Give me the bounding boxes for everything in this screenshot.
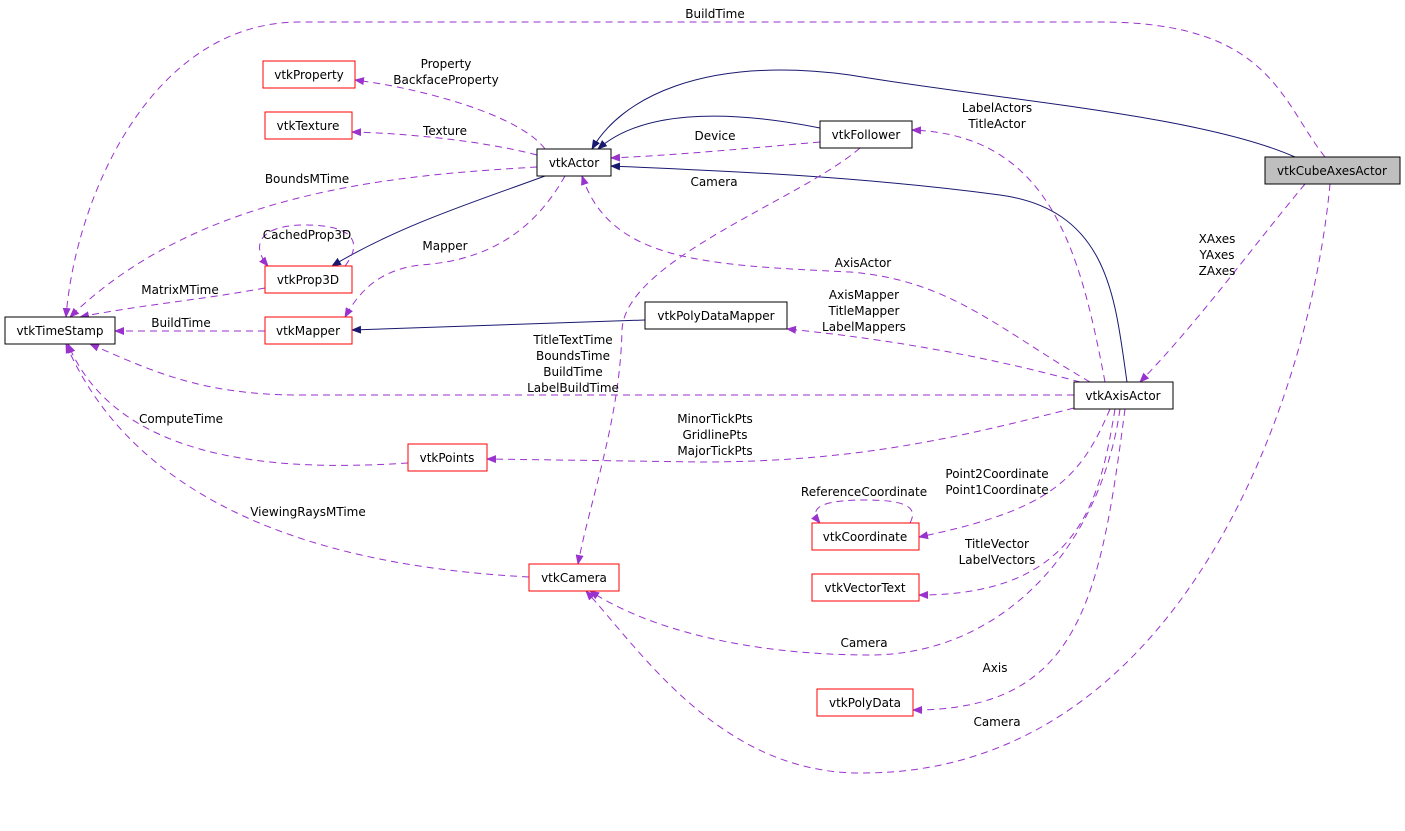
edge-cube-timestamp bbox=[62, 21, 1326, 318]
edge-label: TitleActor bbox=[967, 117, 1025, 131]
edge-label: BuildTime bbox=[543, 365, 603, 379]
edge-axisactor-vectortext bbox=[918, 408, 1116, 599]
edge-actor-timestamp bbox=[69, 166, 538, 318]
edge-axisactor-coordinate bbox=[918, 408, 1111, 540]
node-label: vtkAxisActor bbox=[1085, 389, 1160, 403]
edge-coordinate-self bbox=[811, 499, 913, 524]
edge-axisactor-polydatamapper bbox=[786, 325, 1081, 383]
node-vtkcubeaxesactor[interactable]: vtkCubeAxesActor bbox=[1264, 156, 1401, 185]
node-label: vtkTexture bbox=[277, 119, 340, 133]
node-vtkprop3d[interactable]: vtkProp3D bbox=[264, 265, 353, 294]
edge-actor-texture bbox=[351, 128, 538, 156]
edge-prop3d-self bbox=[259, 224, 355, 267]
node-vtkaxisactor[interactable]: vtkAxisActor bbox=[1073, 381, 1174, 410]
edge-polydatamapper-mapper bbox=[351, 319, 646, 334]
edge-label: Camera bbox=[690, 175, 737, 189]
node-label: vtkCubeAxesActor bbox=[1277, 164, 1387, 178]
edge-cube-actor bbox=[591, 69, 1296, 158]
edge-label: Property bbox=[421, 57, 472, 71]
edge-label: BackfaceProperty bbox=[393, 73, 498, 87]
edge-label: YAxes bbox=[1199, 248, 1235, 262]
edge-cube-camera bbox=[585, 183, 1331, 774]
edge-label: ViewingRaysMTime bbox=[250, 505, 366, 519]
node-label: vtkFollower bbox=[832, 128, 901, 142]
node-vtkproperty[interactable]: vtkProperty bbox=[262, 60, 356, 89]
edge-axisactor-timestamp bbox=[89, 343, 1074, 396]
edge-follower-camera bbox=[575, 147, 861, 565]
edge-label: BoundsMTime bbox=[265, 172, 349, 186]
edge-label: BuildTime bbox=[151, 316, 211, 330]
node-vtkpolydatamapper[interactable]: vtkPolyDataMapper bbox=[644, 301, 788, 330]
edge-label: Mapper bbox=[422, 239, 467, 253]
node-label: vtkCamera bbox=[541, 571, 607, 585]
node-label: vtkTimeStamp bbox=[16, 324, 103, 338]
edge-label: AxisActor bbox=[835, 256, 892, 270]
node-label: vtkMapper bbox=[276, 324, 340, 338]
edge-axisactor-points bbox=[486, 407, 1075, 464]
edge-label: TitleMapper bbox=[828, 304, 900, 318]
node-vtkmapper[interactable]: vtkMapper bbox=[264, 316, 353, 345]
edge-label: GridlinePts bbox=[682, 428, 747, 442]
node-vtktexture[interactable]: vtkTexture bbox=[264, 111, 353, 140]
edge-label: TitleVector bbox=[964, 537, 1029, 551]
node-vtkcamera[interactable]: vtkCamera bbox=[528, 563, 620, 592]
edge-label: ComputeTime bbox=[139, 412, 223, 426]
edge-label: Device bbox=[694, 129, 735, 143]
edge-label: MajorTickPts bbox=[677, 444, 752, 458]
edge-axisactor-follower bbox=[911, 126, 1106, 383]
edge-label: LabelMappers bbox=[822, 320, 906, 334]
edge-label: ZAxes bbox=[1199, 264, 1236, 278]
edge-cube-axisactor bbox=[1139, 183, 1306, 383]
edge-points-timestamp bbox=[67, 343, 409, 466]
node-label: vtkPoints bbox=[420, 451, 475, 465]
edge-label: Point2Coordinate bbox=[945, 467, 1048, 481]
edge-label: Texture bbox=[422, 124, 467, 138]
edge-label: Point1Coordinate bbox=[945, 483, 1048, 497]
node-vtkactor[interactable]: vtkActor bbox=[536, 148, 612, 177]
node-label: vtkPolyDataMapper bbox=[657, 309, 774, 323]
edge-label: MinorTickPts bbox=[677, 412, 753, 426]
edge-label: MatrixMTime bbox=[141, 283, 219, 297]
edge-label: XAxes bbox=[1199, 232, 1236, 246]
edge-label: CachedProp3D bbox=[263, 228, 351, 242]
edge-label: Camera bbox=[840, 636, 887, 650]
node-vtkvectortext[interactable]: vtkVectorText bbox=[811, 573, 920, 602]
edge-label: AxisMapper bbox=[829, 288, 899, 302]
edge-label: LabelVectors bbox=[959, 553, 1036, 567]
node-vtkfollower[interactable]: vtkFollower bbox=[819, 120, 913, 149]
edge-label: LabelActors bbox=[962, 101, 1032, 115]
node-label: vtkActor bbox=[549, 156, 599, 170]
node-label: vtkProp3D bbox=[277, 273, 339, 287]
edge-label: TitleTextTime bbox=[532, 333, 612, 347]
edge-axisactor-actor bbox=[610, 162, 1128, 383]
edge-camera-timestamp bbox=[65, 343, 530, 578]
node-vtkpolydata[interactable]: vtkPolyData bbox=[816, 688, 914, 717]
edge-label: ReferenceCoordinate bbox=[801, 485, 927, 499]
edge-follower-actor-device bbox=[610, 141, 821, 162]
node-label: vtkVectorText bbox=[824, 581, 906, 595]
edge-label: Axis bbox=[983, 661, 1008, 675]
edge-label: BoundsTime bbox=[536, 349, 610, 363]
node-vtktimestamp[interactable]: vtkTimeStamp bbox=[4, 316, 116, 345]
node-label: vtkProperty bbox=[274, 68, 344, 82]
edge-follower-actor bbox=[597, 115, 821, 150]
edge-axisactor-camera bbox=[589, 408, 1121, 656]
node-vtkpoints[interactable]: vtkPoints bbox=[407, 443, 488, 472]
edge-axisactor-polydata bbox=[912, 408, 1126, 714]
edge-label: BuildTime bbox=[685, 7, 745, 21]
node-vtkcoordinate[interactable]: vtkCoordinate bbox=[811, 522, 920, 551]
node-label: vtkPolyData bbox=[829, 696, 901, 710]
edge-label: Camera bbox=[973, 715, 1020, 729]
edge-actor-mapper bbox=[344, 175, 566, 318]
edge-label: LabelBuildTime bbox=[527, 381, 619, 395]
edge-axisactor-actor bbox=[581, 175, 1091, 383]
node-label: vtkCoordinate bbox=[823, 530, 908, 544]
edge-actor-property bbox=[354, 77, 546, 150]
edge-actor-prop3d bbox=[331, 175, 546, 267]
